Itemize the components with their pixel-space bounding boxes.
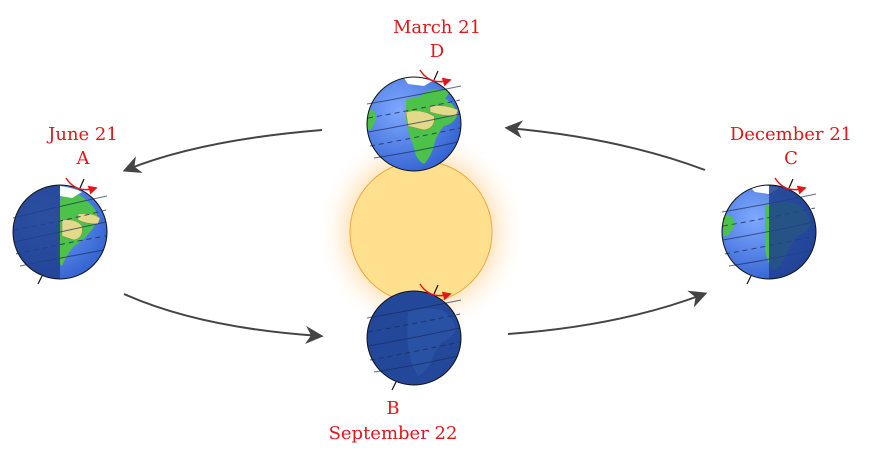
orbit-arrow-june-to-september bbox=[123, 293, 324, 345]
earth-june bbox=[12, 177, 108, 285]
sun bbox=[316, 127, 526, 337]
label-june-letter: A bbox=[76, 148, 91, 169]
earth-december bbox=[721, 177, 817, 285]
sun-disc bbox=[349, 160, 493, 304]
label-march-date: March 21 bbox=[393, 17, 481, 38]
label-june-date: June 21 bbox=[46, 124, 118, 145]
orbit-arrows bbox=[122, 120, 708, 345]
label-december-letter: C bbox=[784, 148, 798, 169]
label-september-letter: B bbox=[386, 398, 399, 419]
earth-september bbox=[366, 283, 462, 391]
label-september-date: September 22 bbox=[329, 423, 458, 444]
orbit-arrow-march-to-june bbox=[122, 129, 323, 173]
orbit-arrow-september-to-december bbox=[507, 290, 708, 335]
orbit-arrow-december-to-march bbox=[504, 120, 706, 171]
earth-march bbox=[366, 69, 462, 172]
label-march-letter: D bbox=[430, 41, 444, 62]
label-december-date: December 21 bbox=[730, 124, 852, 145]
